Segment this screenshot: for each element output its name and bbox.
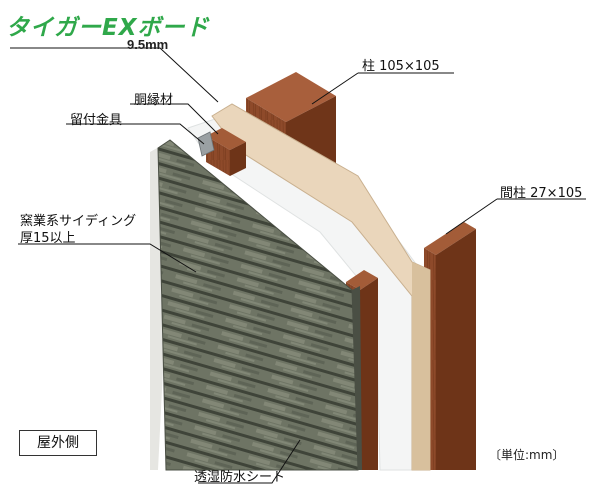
label-siding-2: 厚15以上 — [20, 231, 76, 246]
leader-lines — [10, 47, 586, 484]
label-dobuchi: 胴縁材 — [134, 93, 174, 108]
leader-dobuchi — [130, 103, 219, 135]
brand-logo: タイガーEXボード — [6, 15, 210, 41]
board-thickness: 9.5mm — [127, 37, 169, 52]
label-sheet: 透湿防水シート — [194, 470, 286, 485]
fastener — [197, 131, 215, 157]
outside-side-label: 屋外側 — [19, 430, 97, 456]
label-siding-1: 窯業系サイディング — [20, 214, 137, 229]
leader-tomegu — [66, 123, 205, 145]
label-hashira: 柱 105×105 — [362, 59, 440, 74]
leader-sheet — [198, 439, 301, 484]
leader-mabashira-diag — [445, 198, 498, 235]
unit-note: 〔単位:mm〕 — [489, 448, 565, 462]
mabashira-stud — [424, 222, 476, 470]
leader-hashira-diag — [311, 72, 359, 105]
siding-panel — [150, 139, 362, 471]
label-tomegu: 留付金具 — [70, 113, 123, 128]
leader-siding — [18, 243, 197, 273]
label-mabashira: 間柱 27×105 — [500, 186, 583, 201]
leader-board — [10, 47, 219, 103]
